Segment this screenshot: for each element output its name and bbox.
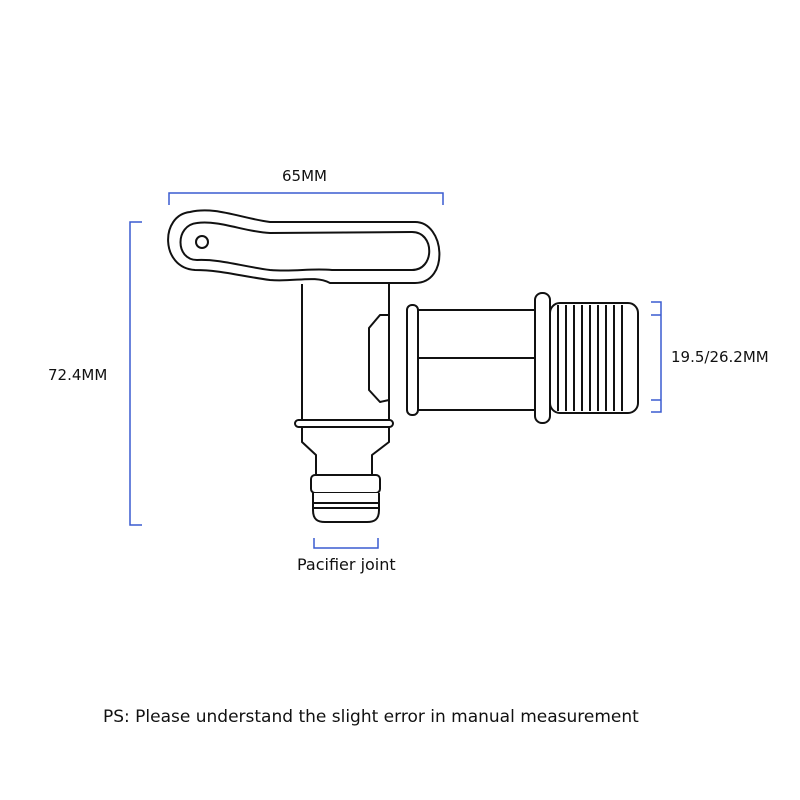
thread-section — [549, 302, 639, 414]
height-label: 72.4MM — [48, 366, 108, 384]
height-dimension-line — [129, 221, 142, 526]
faucet-outline — [167, 209, 639, 523]
width-dimension-line — [168, 192, 444, 205]
pipe-flange-left — [406, 304, 419, 416]
pacifier-nipple-top — [310, 474, 381, 494]
thread-label: 19.5/26.2MM — [671, 348, 769, 366]
measurement-note: PS: Please understand the slight error i… — [103, 707, 639, 727]
dimension-lines — [129, 192, 662, 549]
collar-ring — [294, 419, 394, 428]
outlet-dimension-line — [313, 538, 379, 549]
pipe — [417, 309, 536, 411]
width-label: 65MM — [282, 167, 327, 185]
handle-hole — [195, 235, 209, 249]
boss — [368, 314, 390, 403]
outlet-label: Pacifier joint — [297, 555, 396, 574]
thread-dimension-line — [651, 301, 662, 413]
taper — [301, 426, 390, 476]
pipe-flange-right — [534, 292, 551, 424]
